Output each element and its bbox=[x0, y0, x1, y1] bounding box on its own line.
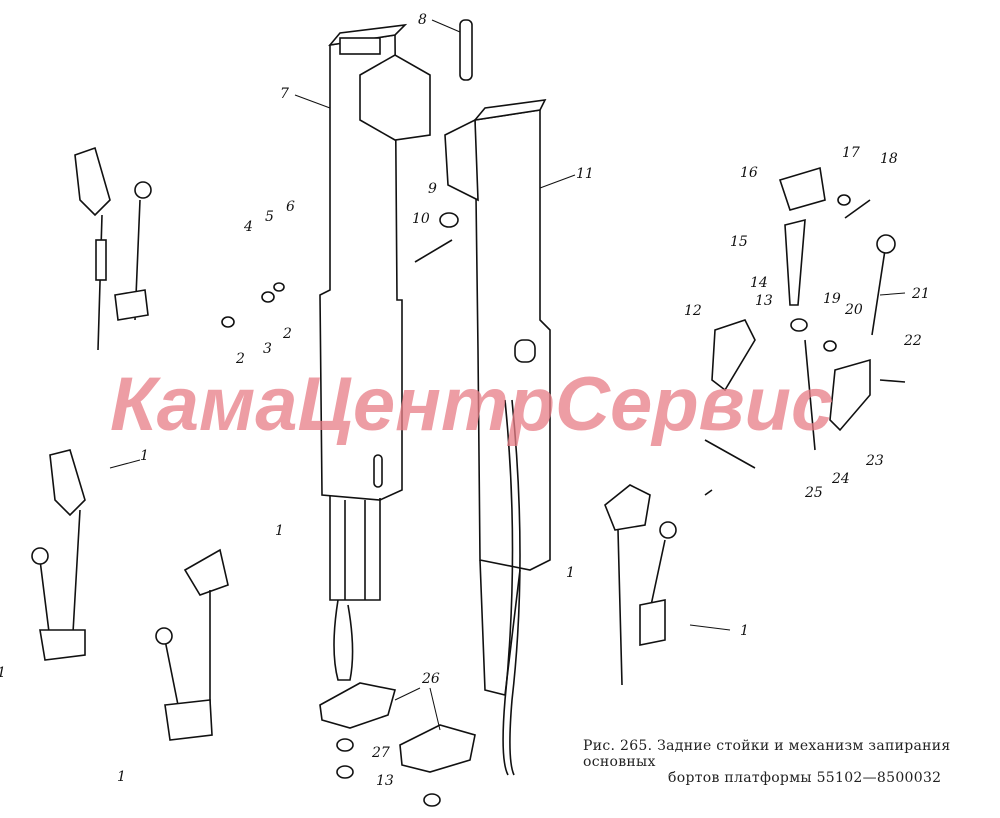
washers bbox=[221, 194, 851, 807]
label-27: 27 bbox=[371, 745, 390, 761]
latch-assembly-left-mid bbox=[31, 449, 86, 661]
figure-caption-line1: Рис. 265. Задние стойки и механизм запир… bbox=[583, 738, 951, 770]
label-8: 8 bbox=[418, 12, 427, 28]
label-23: 23 bbox=[865, 453, 884, 469]
label-1f: 1 bbox=[0, 665, 6, 681]
label-6: 6 bbox=[286, 199, 295, 215]
label-5: 5 bbox=[265, 209, 274, 225]
label-1d: 1 bbox=[740, 623, 749, 639]
plate-26b bbox=[399, 724, 476, 773]
label-1c: 1 bbox=[566, 565, 575, 581]
cotter-pin-18 bbox=[844, 199, 871, 219]
label-3: 3 bbox=[263, 341, 272, 357]
label-13b: 13 bbox=[376, 773, 394, 789]
label-4: 4 bbox=[243, 219, 253, 235]
rear-post-7 bbox=[319, 23, 431, 681]
label-14: 14 bbox=[750, 275, 768, 291]
latch-parts-right-top bbox=[704, 166, 906, 496]
label-19: 19 bbox=[823, 291, 841, 307]
label-1e: 1 bbox=[117, 769, 126, 785]
label-1b: 1 bbox=[275, 523, 284, 539]
rear-post-11 bbox=[444, 99, 551, 776]
label-18: 18 bbox=[880, 151, 898, 167]
label-24: 24 bbox=[831, 471, 850, 487]
watermark: КамаЦентрСервис bbox=[110, 362, 833, 447]
label-9: 9 bbox=[428, 181, 437, 197]
leader-lines bbox=[109, 19, 906, 731]
label-11: 11 bbox=[576, 166, 594, 182]
label-7: 7 bbox=[280, 86, 289, 102]
label-17: 17 bbox=[842, 145, 860, 161]
label-15: 15 bbox=[730, 234, 748, 250]
cotter-pin-10 bbox=[414, 239, 453, 263]
label-26: 26 bbox=[421, 671, 440, 687]
label-1a: 1 bbox=[140, 448, 149, 464]
label-13: 13 bbox=[755, 293, 773, 309]
label-20: 20 bbox=[844, 302, 863, 318]
label-16: 16 bbox=[740, 165, 758, 181]
label-2b: 2 bbox=[282, 326, 292, 342]
label-21: 21 bbox=[911, 286, 930, 302]
label-10: 10 bbox=[412, 211, 430, 227]
part-labels: 8 7 11 9 10 4 5 6 2 3 2 16 17 18 15 14 1… bbox=[0, 12, 930, 789]
latch-assembly-left-bottom bbox=[155, 548, 229, 741]
pin-8 bbox=[459, 19, 473, 81]
latch-assembly-right bbox=[604, 484, 677, 686]
plate-26a bbox=[319, 682, 397, 729]
latch-assembly-left-top bbox=[74, 146, 152, 351]
figure-caption-line2: бортов платформы 55102—8500032 bbox=[668, 770, 942, 786]
label-22: 22 bbox=[903, 333, 922, 349]
label-2: 2 bbox=[235, 351, 245, 367]
label-12: 12 bbox=[684, 303, 702, 319]
label-25: 25 bbox=[804, 485, 823, 501]
